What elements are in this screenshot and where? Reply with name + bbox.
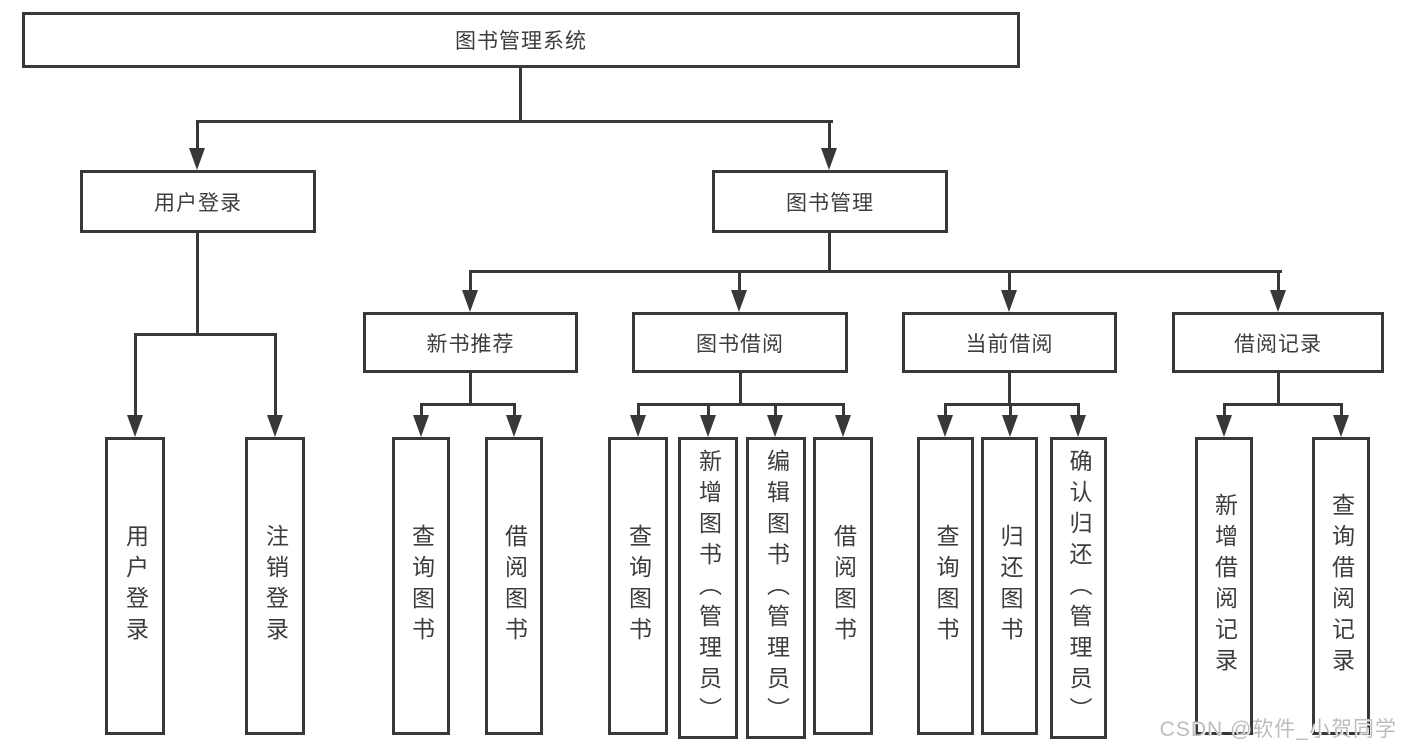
node-label: 图书管理系统 (455, 30, 587, 53)
csdn-watermark: CSDN @软件_小贺同学 (1159, 718, 1397, 741)
connector-groupC-c1-drop (944, 403, 947, 415)
connector-currentborrow-drop (1008, 270, 1011, 290)
node-leaf-add-borrow-record: 新增借阅记录 (1195, 437, 1253, 735)
node-leaf-query-books-c: 查询图书 (917, 437, 974, 735)
node-current-borrowing: 当前借阅 (902, 312, 1117, 373)
arrowhead-groupC-c3 (1070, 415, 1086, 437)
connector-mgmt-stub (828, 231, 831, 272)
connector-groupA-c2-drop (513, 403, 516, 415)
arrowhead-login-leaf (127, 415, 143, 437)
node-label: 图书管理 (786, 191, 874, 215)
connector-groupC-stub (1008, 371, 1011, 403)
node-label: 用户登录 (154, 191, 242, 215)
node-leaf-return-books: 归还图书 (981, 437, 1038, 735)
connector-login-leaf-drop (134, 333, 137, 415)
connector-logout-leaf-drop (274, 333, 277, 415)
node-label: 新书推荐 (426, 332, 515, 356)
node-label: 借阅图书 (501, 524, 528, 648)
node-leaf-query-books-a: 查询图书 (392, 437, 450, 735)
node-label: 用户登录 (122, 524, 149, 648)
node-leaf-borrow-books-b: 借阅图书 (813, 437, 873, 735)
arrowhead-groupC-c1 (937, 415, 953, 437)
connector-user-login-drop (196, 120, 199, 150)
node-label: 确认归还（管理员） (1066, 448, 1092, 728)
connector-borrowrecords-drop (1277, 270, 1280, 290)
node-new-book-recommend: 新书推荐 (363, 312, 578, 373)
node-leaf-edit-books-admin: 编辑图书（管理员） (746, 437, 806, 739)
node-label: 查询图书 (408, 524, 435, 648)
connector-groupD-c2-drop (1340, 403, 1343, 415)
node-leaf-user-login: 用户登录 (105, 437, 165, 735)
node-label: 查询借阅记录 (1328, 493, 1355, 679)
node-book-borrowing: 图书借阅 (632, 312, 848, 373)
connector-groupB-c3-drop (774, 403, 777, 415)
connector-groupA-hline (420, 403, 516, 406)
node-leaf-query-books-b: 查询图书 (608, 437, 668, 735)
connector-bookborrow-drop (738, 270, 741, 290)
arrowhead-groupD-c1 (1216, 415, 1232, 437)
node-label: 查询图书 (625, 524, 652, 648)
node-leaf-borrow-books-a: 借阅图书 (485, 437, 543, 735)
node-leaf-query-borrow-record: 查询借阅记录 (1312, 437, 1370, 735)
node-label: 查询图书 (933, 524, 959, 648)
node-label: 新增图书（管理员） (695, 448, 722, 728)
node-leaf-add-books-admin: 新增图书（管理员） (678, 437, 738, 739)
connector-groupA-stub (469, 371, 472, 403)
connector-user-stub (196, 231, 199, 335)
node-leaf-logout: 注销登录 (245, 437, 305, 735)
arrowhead-borrowrecords (1270, 290, 1286, 312)
arrowhead-user-login (189, 148, 205, 170)
connector-groupD-c1-drop (1223, 403, 1226, 415)
connector-groupC-hline (944, 403, 1080, 406)
arrowhead-groupB-c1 (630, 415, 646, 437)
connector-groupB-hline (637, 403, 845, 406)
arrowhead-groupB-c2 (700, 415, 716, 437)
connector-level2-hline (196, 120, 833, 123)
connector-groupB-c2-drop (707, 403, 710, 415)
node-label: 借阅图书 (830, 524, 857, 648)
node-label: 新增借阅记录 (1211, 493, 1238, 679)
node-borrowing-records: 借阅记录 (1172, 312, 1384, 373)
connector-root-stub (519, 66, 522, 122)
connector-groupC-c2-drop (1009, 403, 1012, 415)
connector-groupA-c1-drop (420, 403, 423, 415)
node-leaf-confirm-return-admin: 确认归还（管理员） (1050, 437, 1107, 739)
node-label: 图书借阅 (696, 332, 784, 356)
arrowhead-newbook (462, 290, 478, 312)
connector-newbook-drop (469, 270, 472, 290)
node-label: 归还图书 (997, 524, 1023, 648)
arrowhead-book-mgmt (821, 148, 837, 170)
connector-groupB-c1-drop (637, 403, 640, 415)
connector-level3-hline (469, 270, 1282, 273)
arrowhead-groupB-c3 (767, 415, 783, 437)
arrowhead-groupC-c2 (1002, 415, 1018, 437)
connector-user-hline (134, 333, 277, 336)
connector-groupD-hline (1223, 403, 1343, 406)
arrowhead-groupA-c2 (506, 415, 522, 437)
arrowhead-logout-leaf (267, 415, 283, 437)
arrowhead-groupB-c4 (835, 415, 851, 437)
node-library-management-system: 图书管理系统 (22, 12, 1020, 68)
arrowhead-groupD-c2 (1333, 415, 1349, 437)
node-book-management: 图书管理 (712, 170, 948, 233)
connector-groupD-stub (1277, 371, 1280, 403)
connector-book-mgmt-drop (828, 120, 831, 150)
arrowhead-groupA-c1 (413, 415, 429, 437)
node-label: 编辑图书（管理员） (763, 448, 790, 728)
arrowhead-currentborrow (1001, 290, 1017, 312)
connector-groupB-stub (739, 371, 742, 403)
node-user-login: 用户登录 (80, 170, 316, 233)
connector-groupB-c4-drop (842, 403, 845, 415)
node-label: 注销登录 (262, 524, 289, 648)
arrowhead-bookborrow (731, 290, 747, 312)
node-label: 当前借阅 (965, 332, 1054, 356)
node-label: 借阅记录 (1234, 332, 1322, 356)
connector-groupC-c3-drop (1077, 403, 1080, 415)
